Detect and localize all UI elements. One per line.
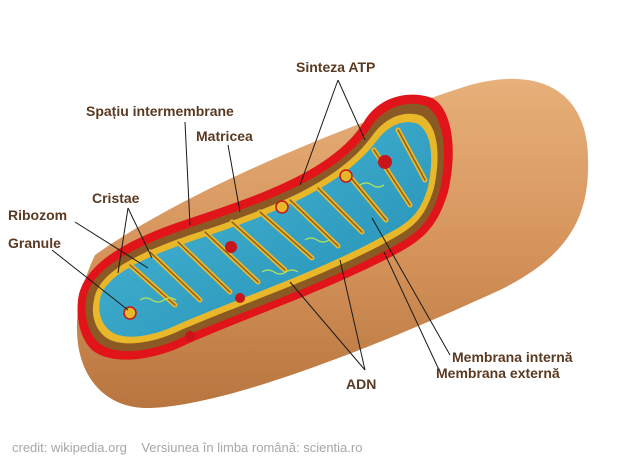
credit-line: credit: wikipedia.org Versiunea în limba… [12, 440, 362, 455]
label-membrana-externa: Membrana externă [436, 365, 560, 381]
label-adn: ADN [346, 376, 376, 392]
label-membrana-interna: Membrana internă [452, 349, 573, 365]
label-sinteza-atp: Sinteza ATP [296, 59, 375, 75]
label-ribozom: Ribozom [8, 207, 67, 223]
label-matricea: Matricea [196, 128, 253, 144]
label-granule: Granule [8, 235, 61, 251]
label-cristae: Cristae [92, 190, 140, 206]
label-spatiu-intermembrane: Spațiu intermembrane [86, 103, 234, 119]
